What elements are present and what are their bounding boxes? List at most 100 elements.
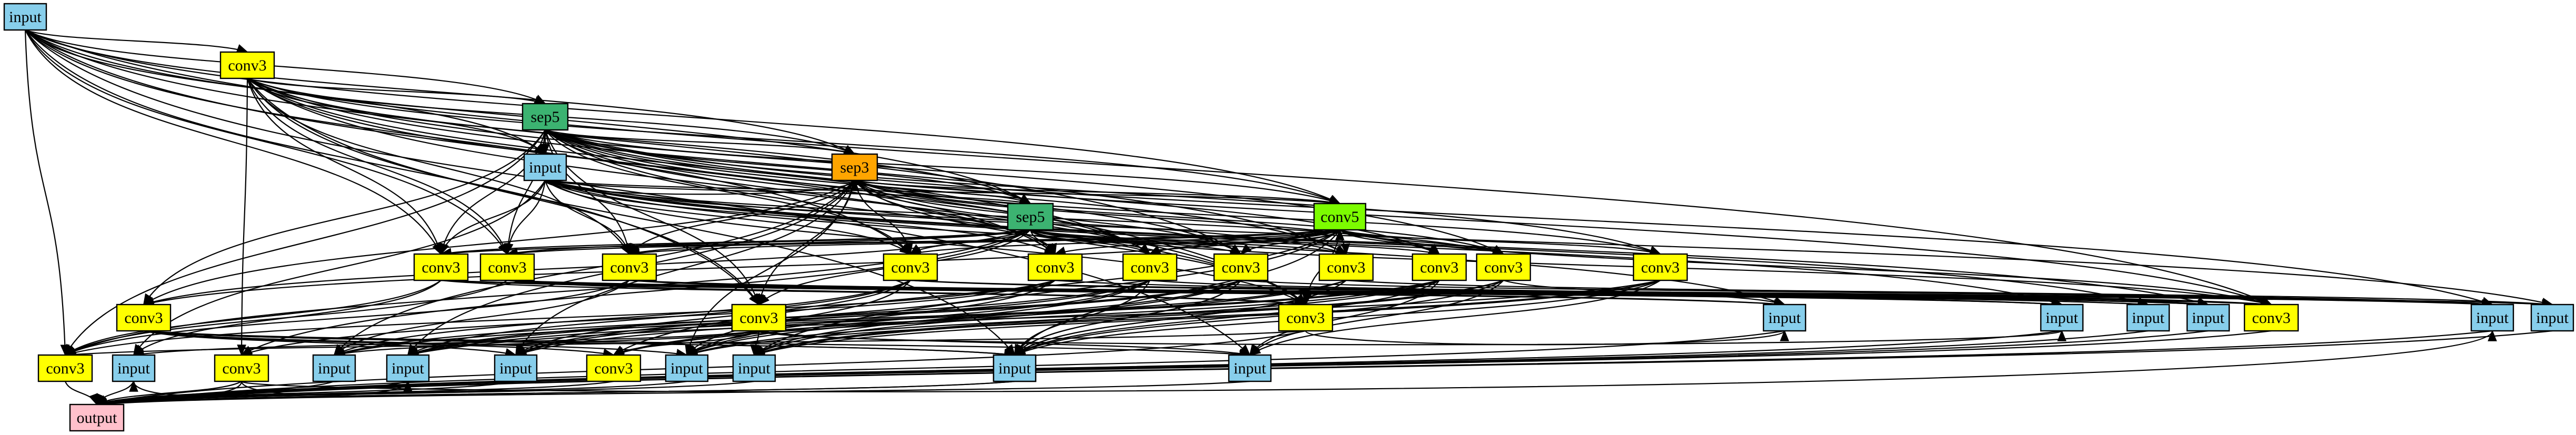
node-conv3-n8: conv3 [479, 253, 535, 281]
edge-n6-n18 [142, 229, 1340, 307]
edge-n16-n36 [753, 279, 1504, 356]
node-conv3-n18: conv3 [116, 304, 172, 332]
node-input-n29: input [112, 354, 156, 382]
edge-n38-n40 [95, 380, 1015, 408]
edge-n3-n5 [545, 179, 1032, 207]
node-box [732, 354, 776, 382]
edge-n0-n4 [25, 29, 856, 155]
edge-n15-n32 [406, 279, 1440, 357]
node-output-n40: output [69, 403, 125, 432]
node-box [2126, 304, 2170, 332]
edge-n4-n33 [515, 180, 855, 356]
edges-layer [24, 29, 2554, 409]
edge-n1-n6 [247, 77, 1341, 205]
node-box [1411, 253, 1467, 281]
node-input-n26: input [2470, 304, 2514, 332]
node-label: conv3 [1327, 259, 1365, 276]
edge-n17-n36 [753, 279, 1661, 357]
node-conv3-n15: conv3 [1411, 253, 1467, 281]
edge-n13-n26 [1240, 279, 2494, 309]
edge-n0-n1 [25, 29, 249, 53]
node-input-n33: input [494, 354, 538, 382]
edge-n13-n32 [406, 279, 1241, 357]
node-label: input [499, 360, 532, 377]
node-label: input [529, 159, 562, 176]
edge-n5-n9 [628, 229, 1031, 257]
node-label: sep3 [840, 159, 869, 176]
node-box [2470, 304, 2514, 332]
node-conv3-n34: conv3 [586, 354, 642, 382]
node-box [993, 354, 1037, 382]
node-box [602, 253, 657, 281]
node-input-n31: input [312, 354, 356, 382]
node-label: conv3 [891, 259, 929, 276]
node-label: input [117, 360, 150, 377]
node-label: input [2476, 309, 2509, 327]
edge-n9-n28 [64, 280, 630, 356]
node-sep5-n5: sep5 [1007, 203, 1054, 231]
edge-n0-n6 [25, 29, 1341, 204]
node-conv3-n11: conv3 [1027, 253, 1083, 281]
edge-n16-n39 [1249, 280, 1504, 356]
edge-n14-n34 [612, 279, 1347, 356]
node-label: sep5 [1016, 208, 1045, 226]
node-box [3, 3, 47, 31]
node-box [1228, 354, 1272, 382]
edge-n2-n6 [545, 129, 1341, 205]
node-label: input [738, 360, 770, 377]
edge-n3-n23 [545, 179, 2150, 307]
edge-n33-n40 [95, 380, 516, 407]
node-label: input [2046, 309, 2078, 327]
node-box [1476, 253, 1531, 281]
node-conv3-n30: conv3 [214, 354, 269, 382]
edge-n0-n39 [25, 29, 1251, 356]
node-label: output [77, 409, 117, 427]
node-box [1313, 203, 1367, 231]
node-label: input [2132, 309, 2164, 327]
node-conv3-n12: conv3 [1122, 253, 1178, 281]
node-label: conv3 [228, 57, 266, 74]
node-input-n0: input [3, 3, 47, 31]
edge-n17-n35 [685, 279, 1661, 357]
node-conv3-n19: conv3 [731, 304, 787, 332]
node-box [69, 403, 125, 432]
edge-n3-n7 [440, 180, 546, 256]
node-box [116, 304, 172, 332]
node-box [2186, 304, 2230, 332]
node-input-n21: input [1762, 304, 1807, 332]
edge-n15-n38 [1014, 280, 1440, 356]
node-box [831, 153, 878, 181]
edge-n5-n12 [1030, 229, 1151, 255]
node-label: conv3 [594, 360, 633, 377]
edge-n16-n35 [685, 279, 1504, 357]
edge-n1-n14 [247, 78, 1347, 255]
node-label: sep5 [531, 108, 560, 126]
node-label: conv3 [1036, 259, 1074, 276]
node-conv3-n16: conv3 [1476, 253, 1531, 281]
node-input-n35: input [665, 354, 709, 382]
edge-n1-n7 [246, 78, 443, 256]
node-conv3-n9: conv3 [602, 253, 657, 281]
edge-n3-n22 [545, 179, 2063, 306]
edge-n11-n30 [240, 279, 1056, 357]
edge-n28-n40 [64, 381, 98, 406]
edge-n0-n2 [25, 29, 546, 105]
node-box [312, 354, 356, 382]
edge-n4-n10 [854, 180, 913, 256]
edge-n20-n21 [1305, 329, 1789, 346]
edge-n30-n26 [240, 329, 2497, 392]
edge-n7-n28 [64, 280, 442, 356]
node-label: conv3 [1286, 309, 1325, 327]
edge-n2-n10 [545, 129, 911, 255]
node-label: conv3 [2252, 309, 2290, 327]
edge-n5-n18 [142, 229, 1031, 306]
edge-n6-n9 [628, 229, 1340, 258]
edge-n18-n35 [143, 330, 688, 358]
edge-n0-n7 [25, 29, 442, 255]
node-label: conv3 [610, 259, 648, 276]
node-box [219, 51, 275, 79]
edge-n21-n40 [95, 330, 1785, 408]
node-box [1007, 203, 1054, 231]
edge-n19-n36 [750, 330, 760, 357]
